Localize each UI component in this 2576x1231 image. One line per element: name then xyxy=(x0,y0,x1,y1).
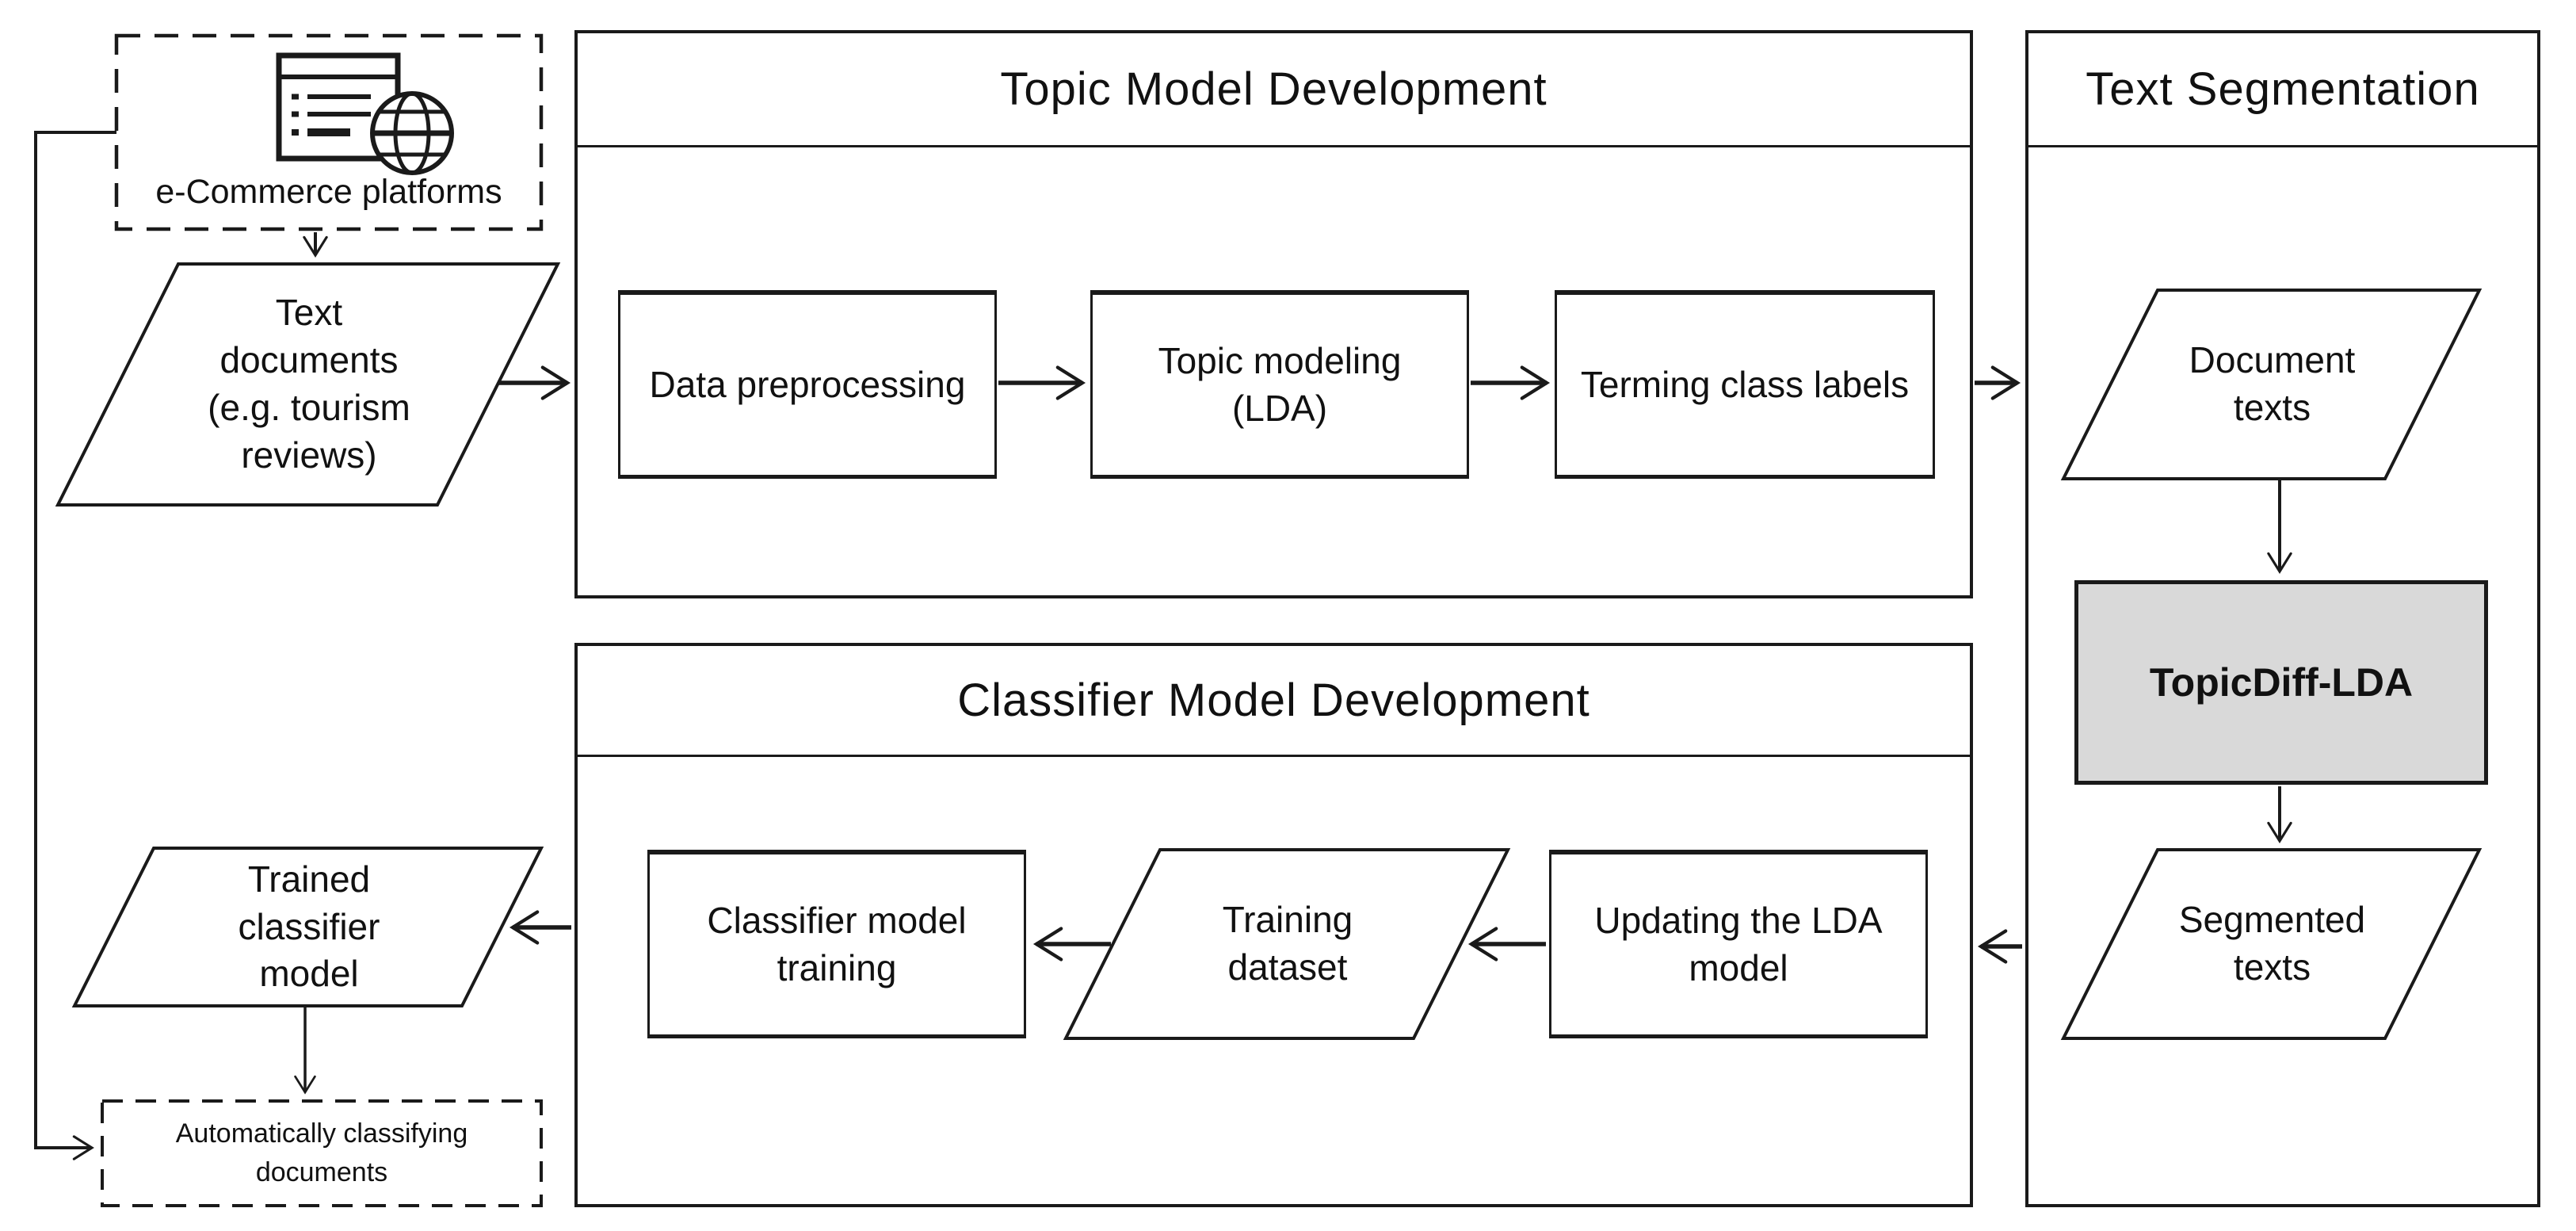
auto-classifying-dashed-box xyxy=(101,1099,543,1207)
document-texts-shape xyxy=(2060,289,2483,480)
ecommerce-platforms-dashed-box xyxy=(114,33,544,231)
node-topicdiff-lda: TopicDiff-LDA xyxy=(2074,580,2488,785)
node-data-preprocessing: Data preprocessing xyxy=(618,290,997,479)
ecommerce-platforms-label: e-Commerce platforms xyxy=(155,172,502,211)
browser-globe-icon xyxy=(276,52,454,175)
segmented-texts-shape xyxy=(2060,848,2483,1040)
text-documents-label: Text documents (e.g. tourism reviews) xyxy=(208,292,410,476)
topic-model-development-title: Topic Model Development xyxy=(578,33,1970,147)
node-topic-modeling-lda: Topic modeling (LDA) xyxy=(1090,290,1469,479)
group-classifier-model-development: Classifier Model Development xyxy=(574,643,1973,1207)
segmented-texts-label: Segmented texts xyxy=(2178,899,2366,988)
classifier-model-development-title: Classifier Model Development xyxy=(578,646,1970,757)
document-texts-label: Document texts xyxy=(2189,339,2356,428)
trained-classifier-shape xyxy=(71,847,544,1007)
node-updating-lda-model: Updating the LDA model xyxy=(1549,850,1928,1038)
trained-classifier-label: Trained classifier model xyxy=(238,858,380,995)
group-text-segmentation: Text Segmentation xyxy=(2025,30,2540,1207)
training-dataset-shape xyxy=(1063,848,1511,1040)
group-topic-model-development: Topic Model Development xyxy=(574,30,1973,598)
arrow-ecommerce-to-auto-classifying xyxy=(34,131,116,1160)
auto-classifying-label: Automatically classifying documents xyxy=(175,1118,468,1187)
text-segmentation-title: Text Segmentation xyxy=(2028,33,2537,147)
node-classifier-model-training: Classifier model training xyxy=(647,850,1026,1038)
node-terming-class-labels: Terming class labels xyxy=(1555,290,1935,479)
text-documents-shape xyxy=(55,262,561,507)
training-dataset-label: Training dataset xyxy=(1222,899,1353,988)
